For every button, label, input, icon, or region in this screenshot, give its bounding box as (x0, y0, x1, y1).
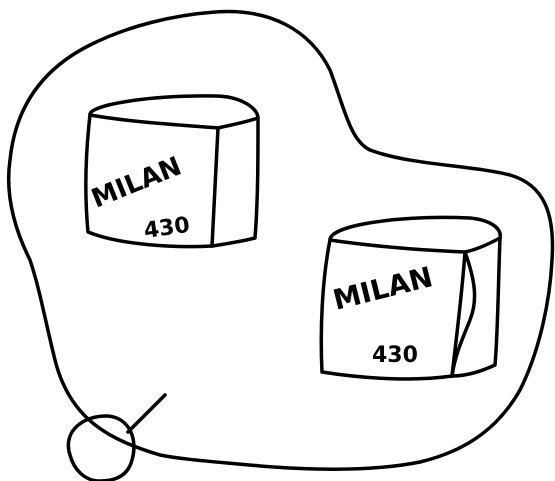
eraser-left: MILAN 430 (86, 96, 258, 247)
eraser-left-top-face (90, 96, 258, 128)
bubble-tail-circle (68, 416, 134, 481)
eraser-right-brand: MILAN (330, 260, 436, 317)
eraser-right: MILAN 430 (321, 217, 500, 379)
thought-bubble-outline (9, 12, 553, 470)
eraser-right-number: 430 (372, 343, 418, 368)
bubble-tail-line (128, 395, 165, 432)
eraser-left-number: 430 (142, 213, 191, 244)
eraser-right-top-face (330, 217, 500, 252)
eraser-left-brand: MILAN (87, 151, 185, 214)
